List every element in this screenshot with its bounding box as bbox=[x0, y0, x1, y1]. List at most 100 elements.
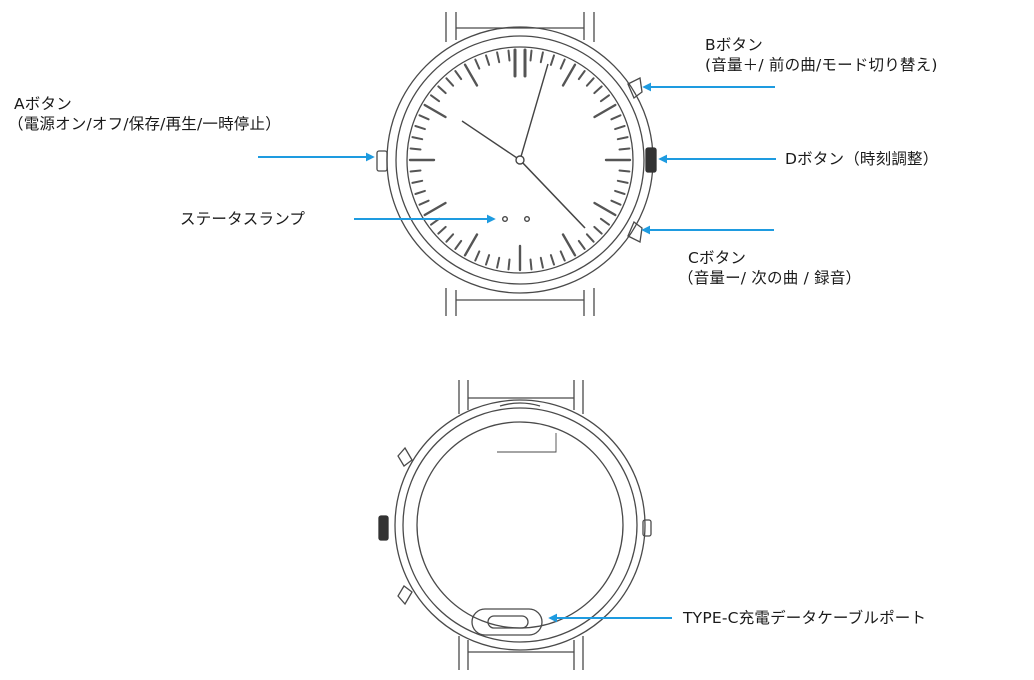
minute-tick bbox=[507, 258, 511, 271]
minute-tick bbox=[474, 58, 481, 70]
minute-tick bbox=[529, 49, 533, 62]
hour-tick bbox=[463, 63, 479, 87]
hour-tick bbox=[593, 201, 617, 217]
back-cover bbox=[416, 421, 624, 629]
back-case-ring bbox=[402, 407, 638, 643]
hour-tick bbox=[561, 233, 577, 257]
c-button-shape bbox=[627, 220, 643, 243]
minute-tick bbox=[409, 147, 422, 151]
bottom-strap bbox=[445, 288, 595, 316]
callout-arrows bbox=[258, 82, 776, 623]
back-button-upper bbox=[397, 446, 413, 467]
minute-tick bbox=[414, 189, 426, 195]
minute-tick bbox=[593, 225, 603, 235]
status-lamp-title: ステータスランプ bbox=[180, 210, 306, 228]
c-button-title: Cボタン bbox=[688, 249, 747, 267]
minute-tick bbox=[454, 239, 463, 250]
minute-tick bbox=[454, 70, 463, 81]
hour-hand bbox=[461, 120, 521, 161]
b-button-label: Bボタン (音量＋/ 前の曲/モード切り替え) bbox=[705, 35, 938, 75]
minute-tick bbox=[485, 54, 491, 66]
b-button-shape bbox=[627, 77, 643, 100]
minute-tick bbox=[409, 169, 422, 173]
minute-tick bbox=[599, 94, 610, 103]
minute-tick bbox=[559, 250, 566, 262]
second-hand bbox=[519, 159, 586, 229]
hour-tick bbox=[561, 63, 577, 87]
b-button-description: (音量＋/ 前の曲/モード切り替え) bbox=[705, 56, 938, 74]
minute-tick bbox=[414, 125, 426, 131]
watch-hands bbox=[461, 63, 586, 229]
minute-tick bbox=[610, 114, 622, 121]
a-button-description: （電源オン/オフ/保存/再生/一時停止） bbox=[8, 115, 281, 133]
minute-tick bbox=[610, 199, 622, 206]
minute-tick bbox=[411, 179, 424, 184]
minute-tick bbox=[593, 85, 603, 95]
c-button-label: Cボタン （音量ー/ 次の曲 / 録音） bbox=[678, 248, 861, 288]
d-button-label: Dボタン（時刻調整） bbox=[785, 149, 938, 169]
type-c-port-label: TYPE-C充電データケーブルポート bbox=[683, 608, 926, 628]
status-lamp-dot-1 bbox=[502, 215, 509, 222]
minute-tick bbox=[445, 233, 455, 243]
back-button-left bbox=[378, 515, 389, 541]
minute-tick bbox=[437, 225, 447, 235]
minute-tick bbox=[411, 136, 424, 141]
hour-tick bbox=[423, 201, 447, 217]
hour-tick bbox=[593, 103, 617, 119]
b-button-title: Bボタン bbox=[705, 36, 763, 54]
top-strap bbox=[445, 12, 595, 42]
minute-tick bbox=[539, 256, 544, 269]
minute-tick bbox=[496, 51, 501, 64]
minute-tick bbox=[585, 77, 595, 87]
minute-tick bbox=[599, 217, 610, 226]
hour-tick bbox=[463, 233, 479, 257]
c-button-description: （音量ー/ 次の曲 / 録音） bbox=[678, 269, 862, 287]
minute-tick bbox=[616, 136, 629, 141]
minute-tick bbox=[585, 233, 595, 243]
back-label-mark bbox=[497, 433, 557, 453]
minute-tick bbox=[618, 147, 631, 151]
back-top-strap bbox=[458, 380, 584, 414]
a-button-title: Aボタン bbox=[14, 95, 72, 113]
minute-tick bbox=[577, 70, 586, 81]
minute-tick bbox=[418, 199, 430, 206]
minute-tick bbox=[485, 254, 491, 266]
back-button-lower bbox=[397, 585, 413, 606]
minute-tick bbox=[618, 169, 631, 173]
a-button-shape bbox=[376, 150, 388, 172]
minute-tick bbox=[616, 179, 629, 184]
minute-tick bbox=[418, 114, 430, 121]
status-lamp-dot-2 bbox=[524, 215, 531, 222]
minute-tick bbox=[559, 58, 566, 70]
minute-hand bbox=[519, 63, 549, 161]
minute-tick bbox=[430, 94, 441, 103]
minute-tick bbox=[539, 51, 544, 64]
type-c-port-title: TYPE-C充電データケーブルポート bbox=[683, 609, 927, 627]
type-c-port-outer bbox=[471, 608, 543, 636]
bezel bbox=[395, 35, 645, 285]
minute-tick bbox=[577, 239, 586, 250]
back-bottom-strap bbox=[458, 636, 584, 670]
back-case-outer bbox=[394, 399, 646, 651]
minute-tick bbox=[614, 189, 626, 195]
back-notch bbox=[499, 402, 541, 407]
type-c-port-inner bbox=[487, 615, 529, 629]
watch-back bbox=[378, 380, 652, 670]
status-lamp-label: ステータスランプ bbox=[180, 209, 305, 229]
minute-tick bbox=[474, 250, 481, 262]
hour-tick bbox=[423, 103, 447, 119]
minute-tick bbox=[529, 258, 533, 271]
minute-tick bbox=[496, 256, 501, 269]
d-button-title: Dボタン（時刻調整） bbox=[785, 150, 939, 168]
back-button-right bbox=[642, 519, 652, 537]
minute-tick bbox=[445, 77, 455, 87]
minute-tick bbox=[549, 254, 555, 266]
center-pin bbox=[515, 155, 525, 165]
dial bbox=[406, 46, 634, 274]
watch-front bbox=[376, 12, 657, 316]
minute-tick bbox=[614, 125, 626, 131]
minute-tick bbox=[437, 85, 447, 95]
dial-tick-marks bbox=[408, 48, 632, 272]
minute-tick bbox=[549, 54, 555, 66]
